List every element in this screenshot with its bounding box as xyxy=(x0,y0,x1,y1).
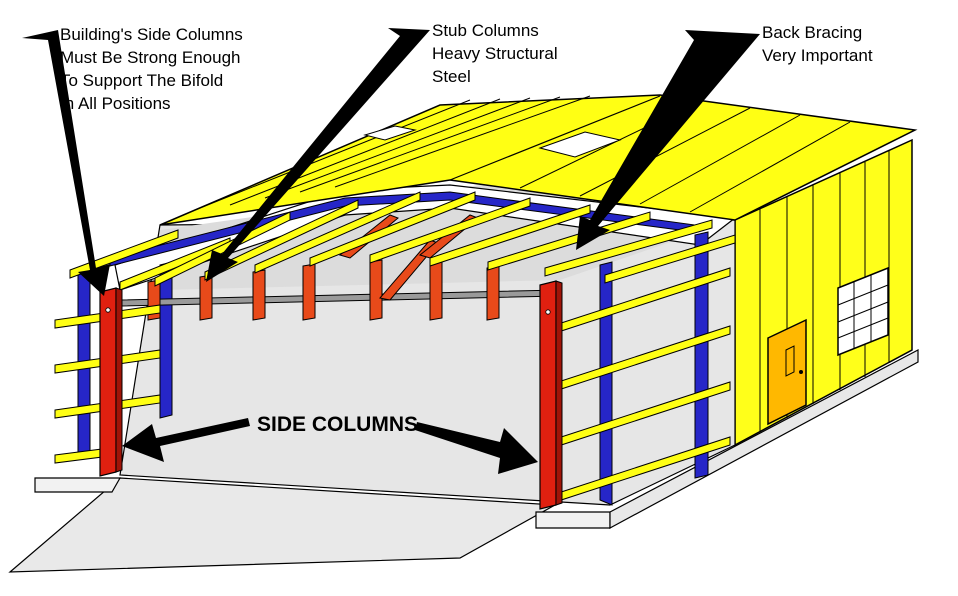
callout-side-columns-line-4: In All Positions xyxy=(60,94,171,113)
wall-door xyxy=(767,318,807,426)
callout-stub-columns-line-3: Steel xyxy=(432,67,471,86)
callout-side-columns-line-2: Must Be Strong Enough xyxy=(60,48,241,67)
wall-window xyxy=(837,266,889,357)
arrow-to-left-column xyxy=(22,30,110,296)
callout-back-bracing-line-2: Very Important xyxy=(762,46,873,65)
right-wall-girts xyxy=(551,267,731,504)
left-side-column xyxy=(99,287,123,477)
callout-side-columns-line-1: Building's Side Columns xyxy=(60,25,243,44)
roof-purlins xyxy=(69,191,736,291)
arrow-to-stub-column xyxy=(206,28,430,282)
arrow-side-columns-left xyxy=(122,418,250,462)
ground-slab xyxy=(8,349,919,573)
callout-back-bracing-line-1: Back Bracing xyxy=(762,23,862,42)
callout-side-columns-line-3: To Support The Bifold xyxy=(60,71,223,90)
callout-stub-columns-line-1: Stub Columns xyxy=(432,21,539,40)
callout-stub-columns-line-2: Heavy Structural xyxy=(432,44,558,63)
side-columns-label: SIDE COLUMNS xyxy=(257,413,418,436)
arrow-to-back-bracing xyxy=(576,30,760,250)
arrow-side-columns-right xyxy=(415,422,538,474)
roof xyxy=(159,94,918,226)
right-side-column xyxy=(539,280,563,510)
